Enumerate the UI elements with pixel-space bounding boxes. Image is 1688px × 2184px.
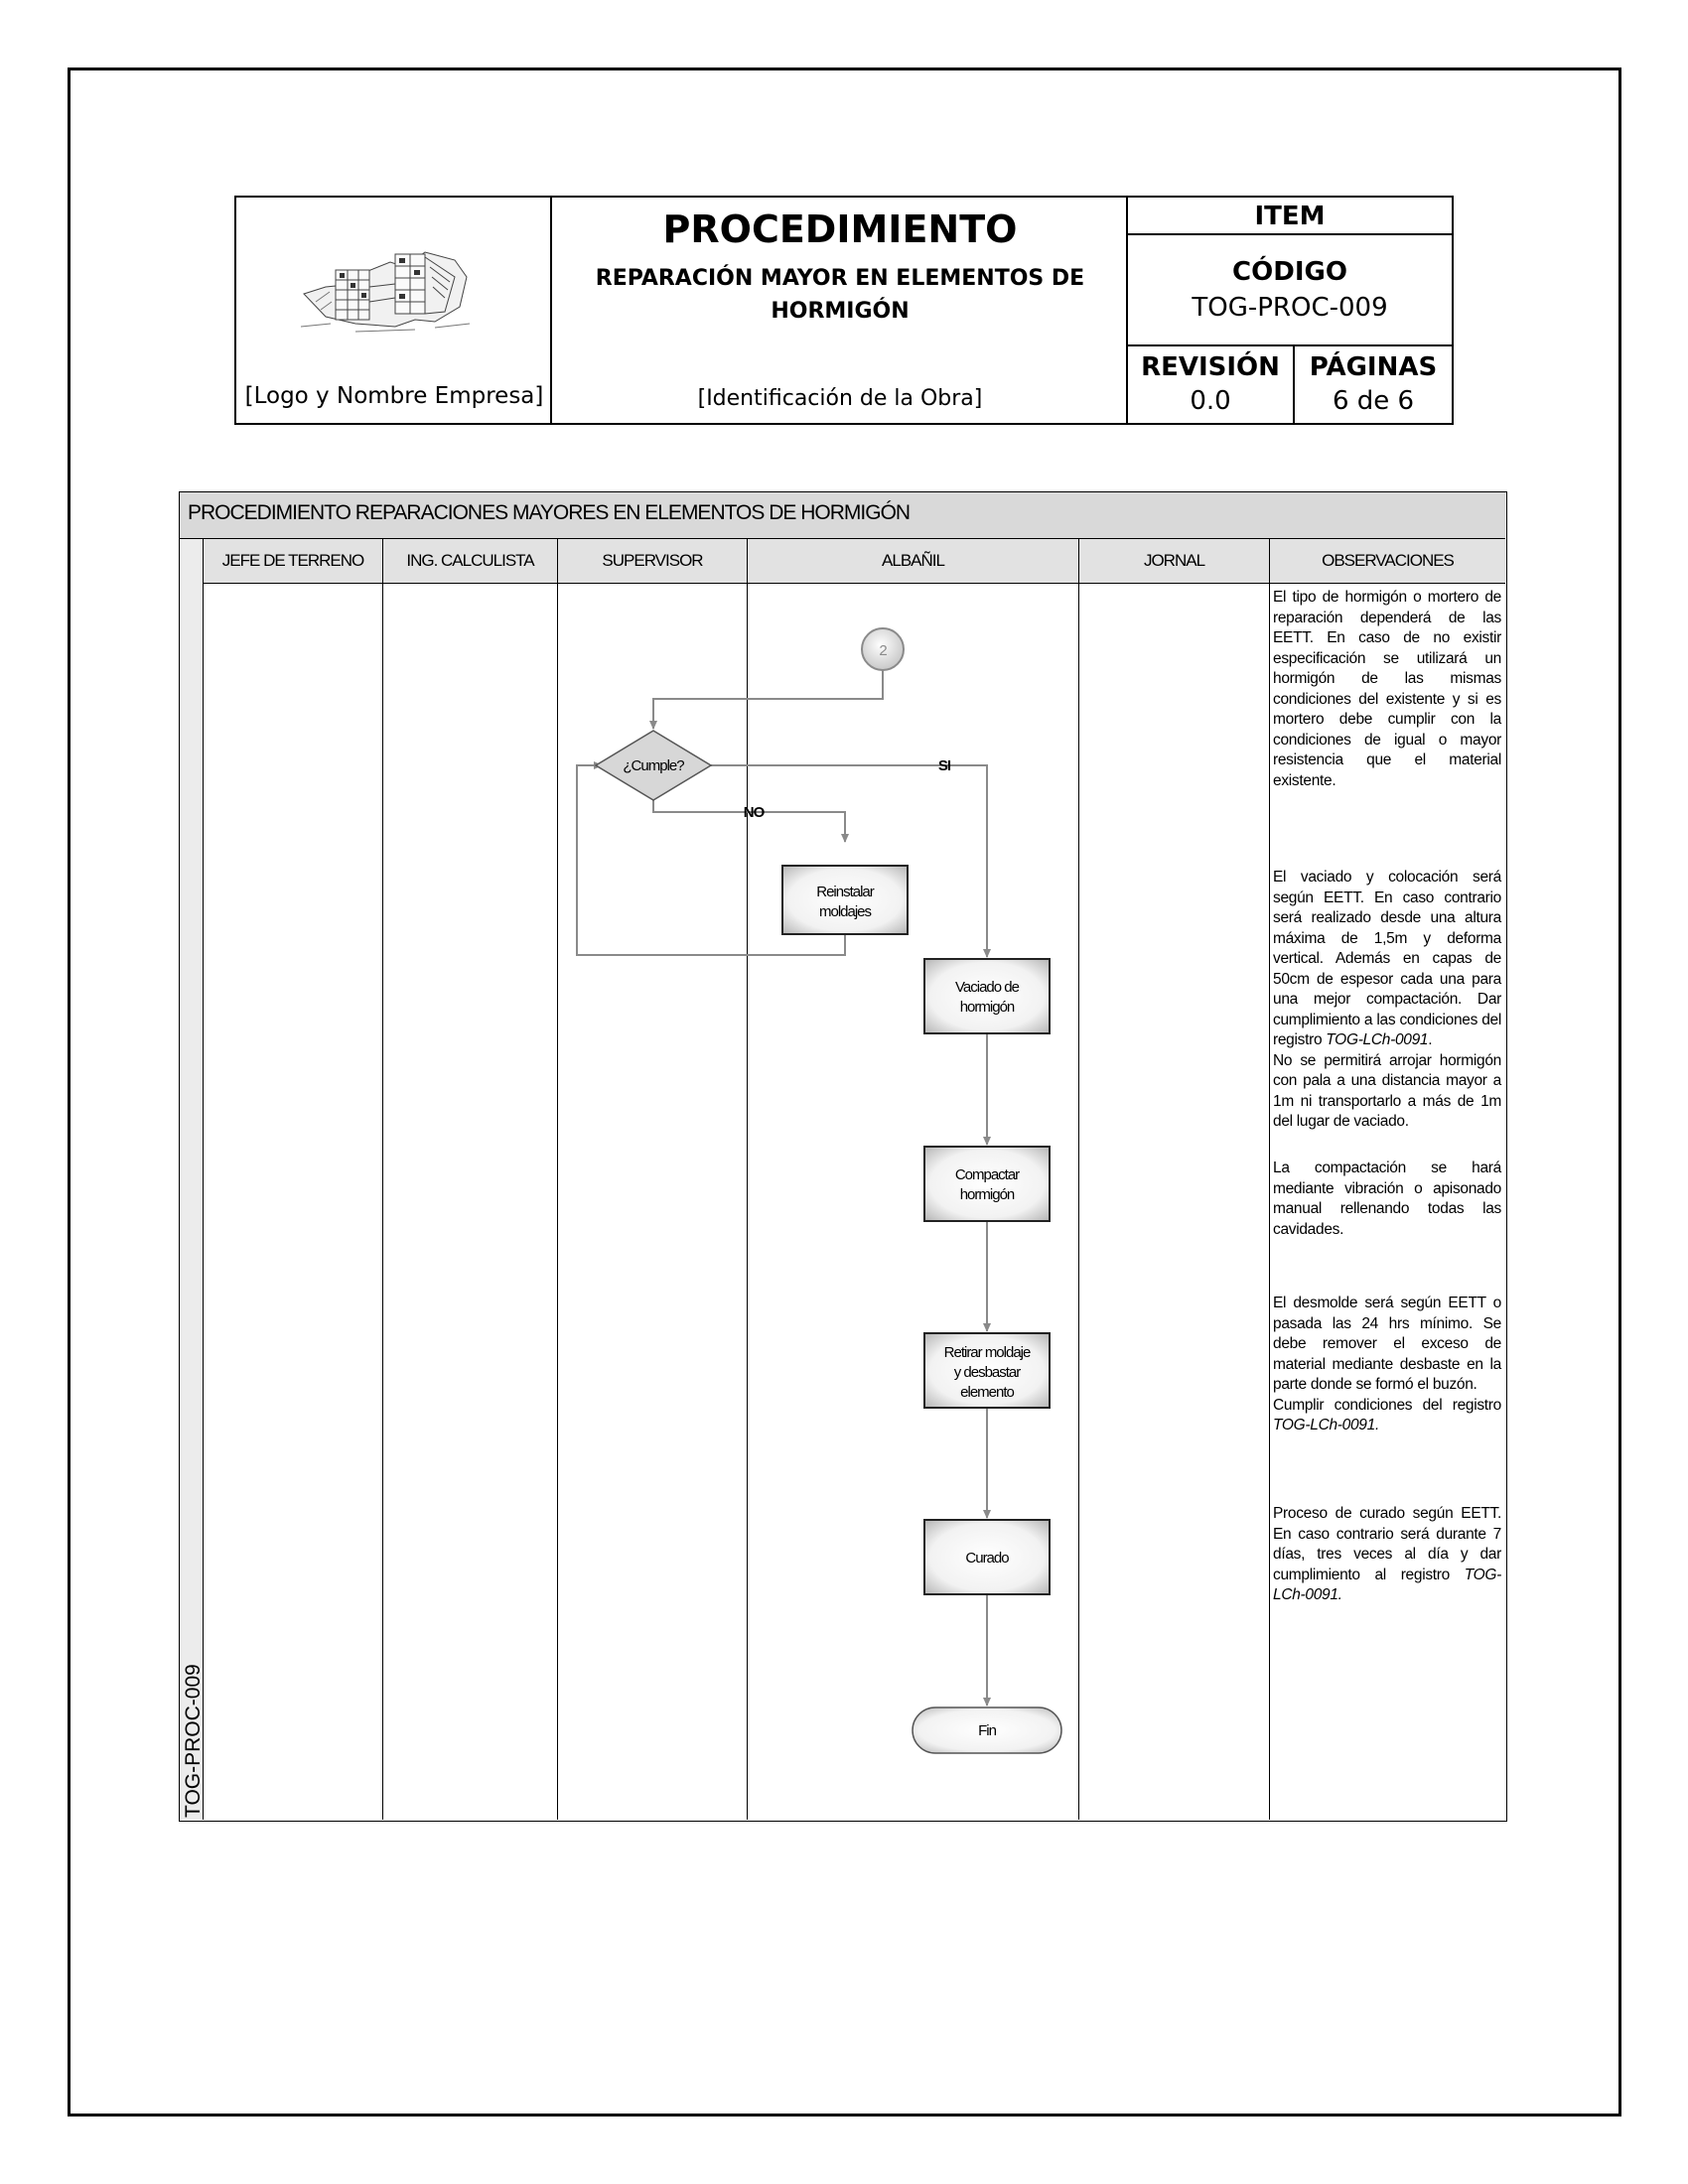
retirar-label-2: y desbastar	[954, 1364, 1022, 1381]
loop-back-line	[576, 761, 846, 956]
lane-header-jornal: JORNAL	[1079, 539, 1270, 584]
observation-3: La compactación se hará mediante vibraci…	[1273, 1160, 1501, 1238]
lane-albanil	[748, 584, 1079, 1820]
lane-jornal	[1079, 584, 1270, 1820]
vaciado-label-1: Vaciado de	[955, 979, 1020, 996]
subtitle-line-2: HORMIGÓN	[771, 299, 910, 324]
observation-4: El desmolde será según EETT o pasada las…	[1273, 1295, 1501, 1433]
swimlane-flowchart: PROCEDIMIENTO REPARACIONES MAYORES EN EL…	[179, 491, 1507, 1822]
building-sketch-logo	[300, 251, 471, 333]
vaciado-hormigon-box	[923, 958, 1051, 1034]
reinstalar-moldajes-box	[781, 865, 909, 935]
decision-label: ¿Cumple?	[623, 757, 684, 774]
off-page-connector	[861, 627, 905, 671]
document-header: [Logo y Nombre Empresa] PROCEDIMIENTO RE…	[234, 196, 1454, 425]
document-title: PROCEDIMIENTO	[662, 207, 1018, 251]
lane-header-ing-calculista: ING. CALCULISTA	[383, 539, 558, 584]
subtitle-line-1: REPARACIÓN MAYOR EN ELEMENTOS DE	[595, 266, 1085, 291]
pages-cell: PÁGINAS 6 de 6	[1295, 346, 1452, 423]
connector-to-decision	[649, 669, 884, 730]
observation-2: El vaciado y colocación será según EETT.…	[1273, 869, 1501, 1130]
lane-jefe-terreno	[204, 584, 383, 1820]
code-cell: CÓDIGO TOG-PROC-009	[1128, 235, 1452, 346]
logo-name-placeholder: [Logo y Nombre Empresa]	[244, 383, 544, 409]
retirar-label-3: elemento	[960, 1384, 1014, 1401]
yes-path-line	[711, 764, 991, 958]
logo-cell: [Logo y Nombre Empresa]	[236, 198, 552, 423]
item-cell: ITEM	[1128, 198, 1452, 235]
title-cell: PROCEDIMIENTO REPARACIÓN MAYOR EN ELEMEN…	[552, 198, 1128, 423]
fin-terminator	[912, 1706, 1062, 1754]
yes-label: SI	[938, 757, 951, 774]
paginas-value: 6 de 6	[1332, 386, 1415, 416]
compactar-label-1: Compactar	[955, 1166, 1020, 1183]
lane-ing-calculista	[383, 584, 558, 1820]
compactar-hormigon-box	[923, 1146, 1051, 1222]
reinstalar-label-1: Reinstalar	[816, 884, 875, 900]
curado-label: Curado	[965, 1550, 1009, 1567]
connector-number: 2	[879, 642, 887, 659]
reinstalar-label-2: moldajes	[819, 903, 872, 920]
paginas-label: PÁGINAS	[1309, 352, 1438, 382]
lane-supervisor	[558, 584, 748, 1820]
no-path-line	[652, 792, 849, 843]
vaciado-label-2: hormigón	[960, 999, 1015, 1016]
flowchart-title: PROCEDIMIENTO REPARACIONES MAYORES EN EL…	[180, 492, 1505, 539]
lane-header-observaciones: OBSERVACIONES	[1270, 539, 1505, 584]
retirar-moldaje-box	[923, 1332, 1051, 1409]
item-label: ITEM	[1254, 202, 1326, 231]
lane-header-albanil: ALBAÑIL	[748, 539, 1079, 584]
document-subtitle: REPARACIÓN MAYOR EN ELEMENTOS DE HORMIGÓ…	[592, 262, 1088, 328]
compactar-label-2: hormigón	[960, 1186, 1015, 1203]
lane-header-supervisor: SUPERVISOR	[558, 539, 748, 584]
retirar-label-1: Retirar moldaje	[944, 1344, 1031, 1361]
lane-header-jefe-terreno: JEFE DE TERRENO	[204, 539, 383, 584]
codigo-value: TOG-PROC-009	[1192, 293, 1388, 323]
revision-cell: REVISIÓN 0.0	[1128, 346, 1295, 423]
decision-diamond	[594, 730, 713, 801]
observation-1: El tipo de hormigón o mortero de reparac…	[1273, 589, 1501, 789]
no-label: NO	[744, 804, 766, 821]
observation-5: Proceso de curado según EETT. En caso co…	[1273, 1505, 1501, 1603]
page-frame	[68, 68, 1621, 2116]
codigo-label: CÓDIGO	[1232, 257, 1347, 287]
flow-diagram-shapes: 2 ¿Cumple? SI NO Reinstalar moldajes Vac…	[576, 627, 1062, 1754]
revision-label: REVISIÓN	[1141, 352, 1280, 382]
side-code-strip: TOG-PROC-009	[180, 539, 205, 1820]
fin-label: Fin	[978, 1722, 996, 1739]
revision-value: 0.0	[1190, 386, 1231, 416]
curado-box	[923, 1519, 1051, 1595]
project-identification: [Identificación de la Obra]	[697, 386, 983, 411]
